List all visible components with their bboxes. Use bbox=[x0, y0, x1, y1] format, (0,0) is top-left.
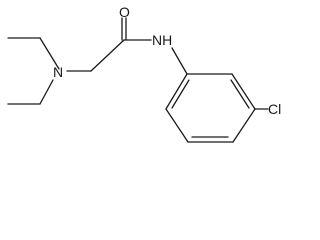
structure-diagram: O NH N Cl bbox=[7, 4, 281, 143]
ring-bond-3 bbox=[232, 108, 256, 143]
molecule-drawing: O NH N Cl bbox=[7, 4, 281, 143]
bond-ch2-carbonyl bbox=[90, 39, 125, 72]
bond-ethyl2-n-ch2 bbox=[39, 79, 54, 105]
ring-bond-2 bbox=[231, 73, 256, 110]
ring-inner-bond-3 bbox=[171, 79, 190, 109]
ring-bond-5 bbox=[165, 108, 189, 143]
chlorine-label: Cl bbox=[268, 101, 281, 117]
bond-ethyl1-ch2-n bbox=[39, 37, 60, 70]
amide-nitrogen-label: NH bbox=[152, 32, 172, 48]
amine-nitrogen-label: N bbox=[53, 64, 63, 80]
ring-bond-6 bbox=[165, 73, 188, 110]
oxygen-label: O bbox=[119, 4, 130, 20]
ring-inner-bond-1 bbox=[230, 79, 250, 109]
bond-nh-ring bbox=[171, 47, 188, 75]
